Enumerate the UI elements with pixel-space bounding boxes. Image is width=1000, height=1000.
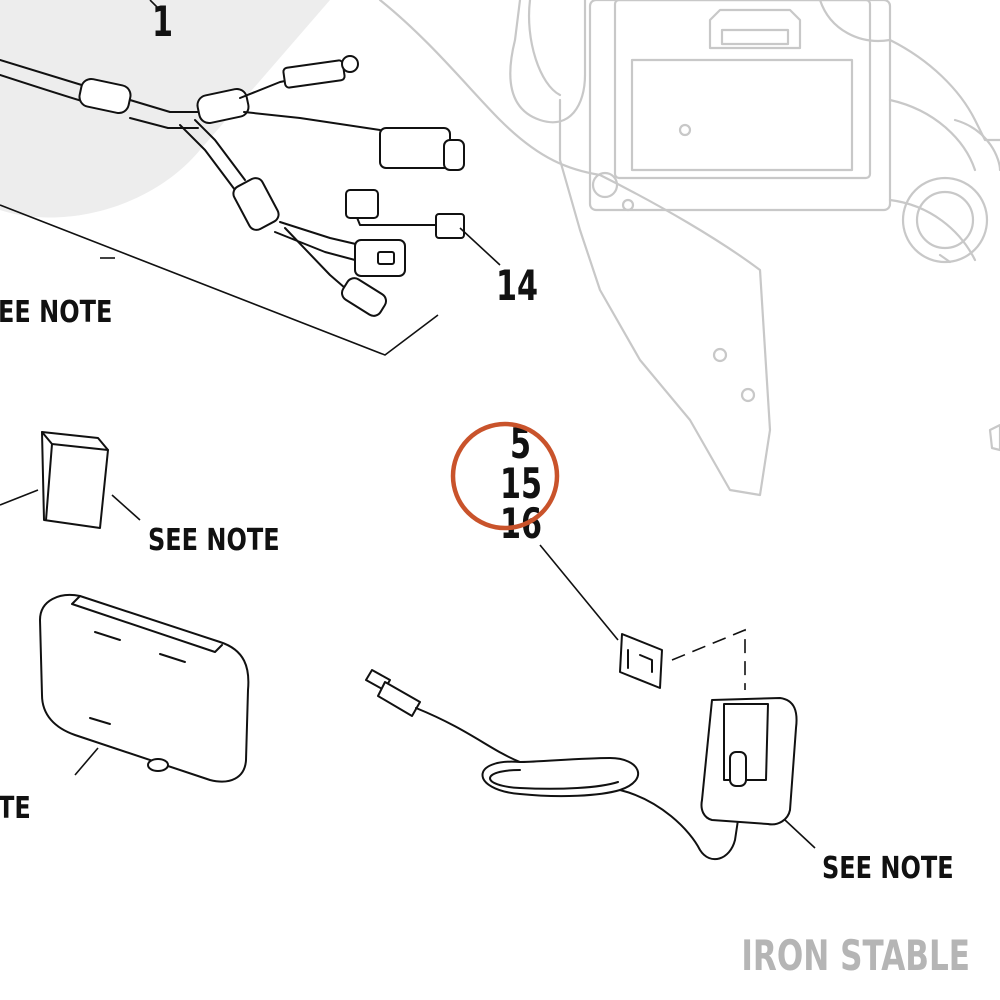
- horseshoe-watermark-icon: [0, 0, 330, 218]
- fairing-ghost: [378, 0, 1000, 497]
- storage-case: [39, 594, 250, 783]
- plug-adapter: [539, 544, 746, 690]
- highlight-circle: [450, 421, 560, 531]
- brand-watermark: IRON STABLE: [741, 931, 970, 980]
- wiring-harness: [0, 0, 501, 356]
- note-battery: SEE NOTE: [148, 523, 280, 557]
- charger-cradle: [365, 669, 816, 861]
- callout-part-15: 15: [500, 459, 542, 508]
- note-charger: SEE NOTE: [822, 851, 954, 885]
- callout-part-1: 1: [152, 0, 173, 46]
- note-harness: EE NOTE: [0, 295, 112, 329]
- battery-pack: [0, 431, 141, 529]
- note-case: TE: [0, 791, 31, 825]
- callout-part-14: 14: [496, 261, 538, 310]
- callout-part-5: 5: [510, 419, 531, 468]
